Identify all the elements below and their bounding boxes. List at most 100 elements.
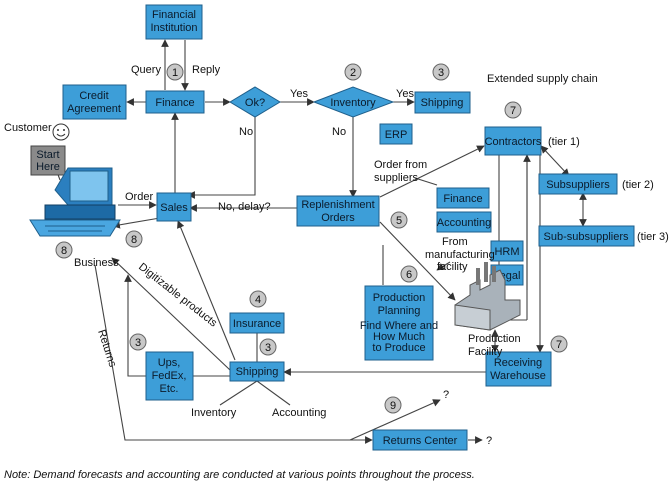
question-mark-1: ? [443, 389, 449, 401]
step-6-circle: 6 [400, 265, 418, 283]
production-planning-box: Production Planning Find Where and How M… [360, 285, 438, 361]
from-manufacturing-line3: facility [437, 261, 468, 273]
subsuppliers-label: Subsuppliers [546, 179, 610, 191]
start-here-line1: Start [36, 149, 59, 161]
step-4-circle: 4 [249, 290, 267, 308]
shipping-bottom-label: Shipping [236, 366, 279, 378]
from-manufacturing-line2: manufacturing [425, 249, 495, 261]
step-4-num: 4 [255, 294, 261, 306]
inventory-diamond-label: Inventory [330, 97, 376, 109]
step-7b-num: 7 [556, 339, 562, 351]
step-1-circle: 1 [166, 63, 184, 81]
computer-icon [29, 167, 121, 237]
financial-institution-line2: Institution [150, 22, 197, 34]
finance-label: Finance [155, 97, 194, 109]
production-planning-line1: Production [373, 292, 426, 304]
business-label: Business [74, 257, 119, 269]
credit-agreement-line1: Credit [79, 90, 108, 102]
step-3c-circle: 3 [129, 333, 147, 351]
returns-label: Returns [95, 328, 118, 369]
yes-label-2: Yes [396, 88, 414, 100]
finance-box: Finance [145, 90, 205, 114]
sub-subsuppliers-label: Sub-subsuppliers [544, 231, 629, 243]
free-labels: Query Reply Yes Yes No No Extended suppl… [4, 64, 669, 447]
step-7b-circle: 7 [550, 335, 568, 353]
step-3c-num: 3 [135, 337, 141, 349]
step-6-num: 6 [406, 269, 412, 281]
production-planning-line4: How Much [373, 331, 425, 343]
replenishment-line2: Orders [321, 212, 355, 224]
step-5-circle: 5 [390, 211, 408, 229]
ok-diamond: Ok? [229, 86, 281, 118]
from-manufacturing-line1: From [442, 236, 468, 248]
receiving-warehouse-box: Receiving Warehouse [485, 351, 552, 387]
production-facility-line2: Facility [468, 346, 503, 358]
shipping-bottom-box: Shipping [229, 361, 285, 382]
tier-1-label: (tier 1) [548, 136, 580, 148]
question-mark-2: ? [486, 435, 492, 447]
step-5-num: 5 [396, 215, 402, 227]
erp-box: ERP [379, 123, 413, 145]
inventory-diamond: Inventory [312, 86, 395, 118]
production-planning-line3: Find Where and [360, 320, 438, 332]
receiving-line2: Warehouse [490, 370, 546, 382]
returns-center-box: Returns Center [372, 429, 468, 451]
replenishment-orders-box: Replenishment Orders [296, 195, 380, 227]
hrm-label: HRM [494, 246, 519, 258]
yes-label-1: Yes [290, 88, 308, 100]
step-2-circle: 2 [344, 63, 362, 81]
step-1-num: 1 [172, 67, 178, 79]
ups-line2: FedEx, [152, 370, 187, 382]
production-facility-icon [454, 262, 521, 331]
finance-small-label: Finance [443, 193, 482, 205]
step-3a-circle: 3 [432, 63, 450, 81]
tier-3-label: (tier 3) [637, 231, 669, 243]
financial-institution-line1: Financial [152, 9, 196, 21]
sales-label: Sales [160, 202, 188, 214]
ups-line1: Ups, [158, 357, 181, 369]
order-label: Order [125, 191, 153, 203]
step-9-num: 9 [390, 400, 396, 412]
digitizable-products-label: Digitizable products [136, 261, 219, 330]
subsuppliers-box: Subsuppliers [538, 173, 618, 195]
sub-subsuppliers-box: Sub-subsuppliers [538, 225, 635, 247]
insurance-box: Insurance [229, 312, 285, 334]
customer-label: Customer [4, 122, 52, 134]
step-3a-num: 3 [438, 67, 444, 79]
extended-supply-chain-label: Extended supply chain [487, 73, 598, 85]
shipping-top-label: Shipping [421, 97, 464, 109]
returns-center-label: Returns Center [383, 435, 458, 447]
step-3b-circle: 3 [259, 338, 277, 356]
start-here-line2: Here [36, 161, 60, 173]
accounting-small-box: Accounting [436, 211, 492, 233]
contractors-box: Contractors [484, 126, 542, 156]
credit-agreement-line2: Agreement [67, 103, 121, 115]
credit-agreement-box: Credit Agreement [62, 84, 127, 120]
no-label-1: No [239, 126, 253, 138]
step-8b-circle: 8 [55, 241, 73, 259]
footnote: Note: Demand forecasts and accounting ar… [4, 469, 475, 481]
contractors-label: Contractors [485, 136, 542, 148]
no-delay-label: No, delay? [218, 201, 271, 213]
sales-box: Sales [156, 192, 192, 222]
finance-small-box: Finance [436, 187, 490, 209]
accounting-bottom-label: Accounting [272, 407, 326, 419]
production-planning-line2: Planning [378, 305, 421, 317]
order-from-suppliers-line2: suppliers [374, 172, 419, 184]
hrm-box: HRM [490, 240, 524, 262]
step-7a-circle: 7 [504, 101, 522, 119]
start-here-box: Start Here [30, 145, 66, 176]
ups-line3: Etc. [160, 383, 179, 395]
no-label-2: No [332, 126, 346, 138]
ok-label: Ok? [245, 97, 265, 109]
step-2-num: 2 [350, 67, 356, 79]
step-7a-num: 7 [510, 105, 516, 117]
step-8a-circle: 8 [125, 230, 143, 248]
query-label: Query [131, 64, 161, 76]
erp-label: ERP [385, 129, 408, 141]
shipping-top-box: Shipping [414, 91, 471, 114]
order-from-suppliers-line1: Order from [374, 159, 427, 171]
connectors [48, 39, 587, 444]
step-number-circles: 1 2 3 7 8 8 5 6 4 3 3 7 9 [55, 63, 568, 414]
